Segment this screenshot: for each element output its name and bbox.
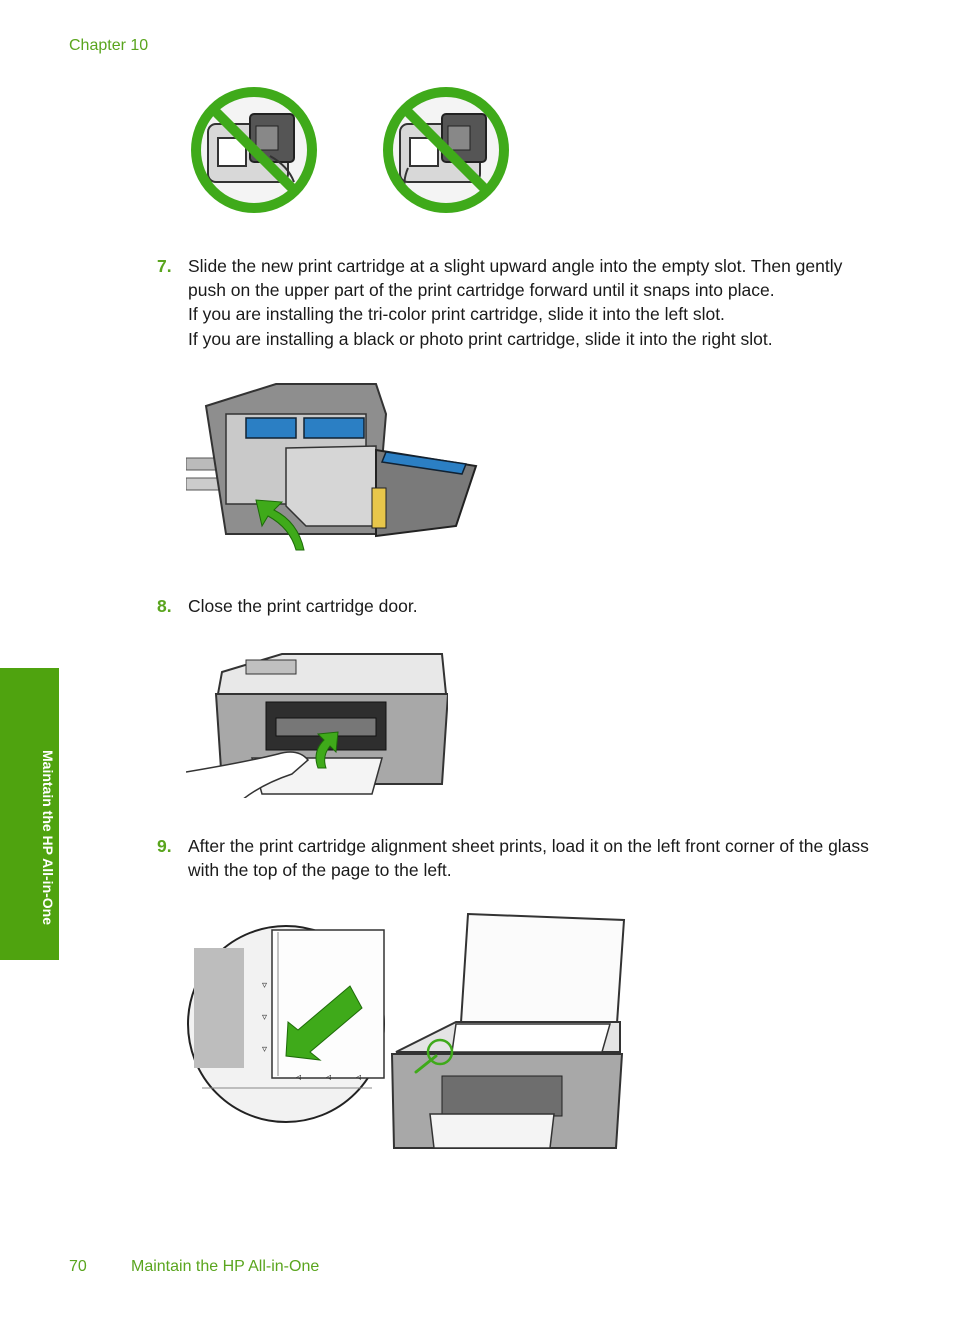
svg-text:◃: ◃ (326, 1072, 331, 1083)
cartridge-insertion-figure (186, 383, 478, 551)
step-text: If you are installing the tri-color prin… (188, 304, 725, 324)
svg-text:▿: ▿ (262, 1044, 267, 1055)
step-number: 8. (157, 596, 172, 616)
step-text: If you are installing a black or photo p… (188, 328, 773, 349)
step-text: After the print cartridge alignment shee… (188, 836, 869, 880)
step-text: Slide the new print cartridge at a sligh… (188, 256, 843, 300)
close-arrow-icon (315, 731, 339, 769)
side-tab-label: Maintain the HP All-in-One (40, 750, 56, 926)
step-number: 7. (157, 256, 172, 276)
svg-text:◃: ◃ (356, 1072, 361, 1083)
prohibited-contacts-icon (191, 87, 317, 213)
close-door-figure (186, 653, 448, 798)
page-number: 70 (69, 1258, 87, 1275)
svg-text:◃: ◃ (296, 1072, 301, 1083)
side-tab (0, 668, 59, 960)
placement-arrow-icon (285, 985, 363, 1061)
chapter-label: Chapter 10 (69, 37, 149, 54)
footer-section-title: Maintain the HP All-in-One (131, 1258, 320, 1275)
insert-arrow-icon (255, 499, 305, 551)
load-alignment-sheet-figure: ▿ ▿ ▿ ◃ ◃ ◃ (187, 912, 626, 1149)
scanner-device (390, 912, 626, 1149)
step-text: Close the print cartridge door. (188, 596, 418, 616)
step-number: 9. (157, 836, 172, 856)
do-not-touch-contacts-figure (191, 87, 317, 213)
do-not-touch-nozzles-figure (383, 87, 509, 213)
svg-text:▿: ▿ (262, 1012, 267, 1023)
svg-text:▿: ▿ (262, 980, 267, 991)
glass-corner-detail: ▿ ▿ ▿ ◃ ◃ ◃ (187, 925, 385, 1123)
prohibited-nozzles-icon (383, 87, 509, 213)
